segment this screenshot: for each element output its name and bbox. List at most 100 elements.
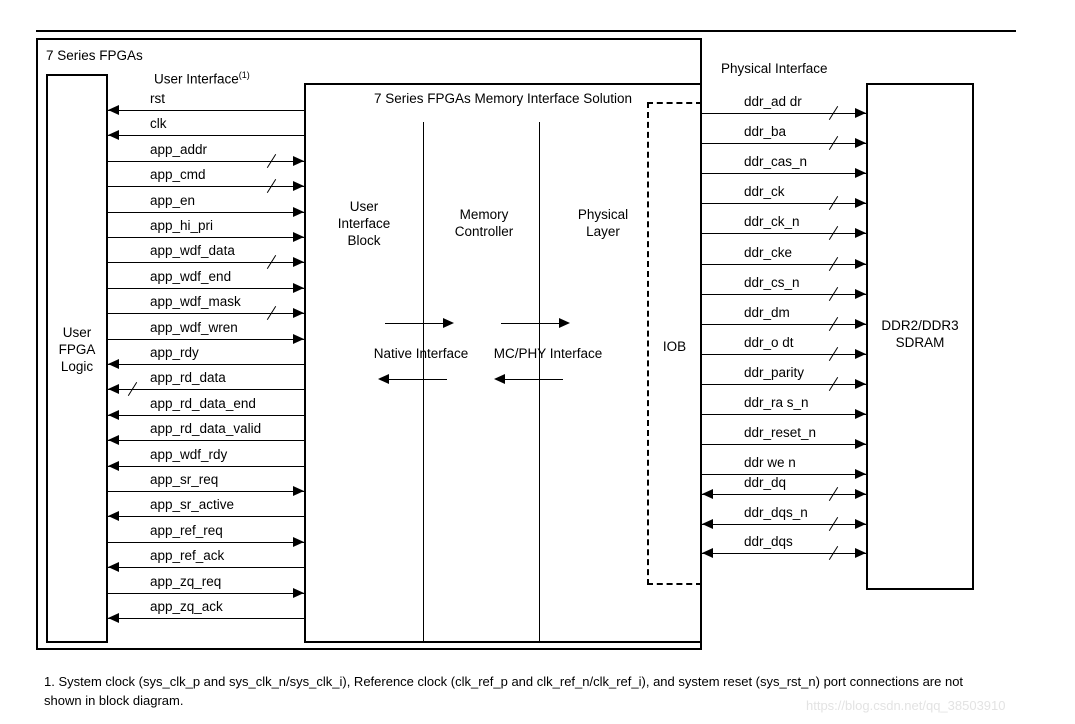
user-arrow-right bbox=[293, 588, 304, 598]
user-signal-line bbox=[108, 567, 304, 568]
phy-line-2: Layer bbox=[586, 223, 620, 239]
user-signal-line bbox=[108, 516, 304, 517]
user-signal-label: app_wdf_rdy bbox=[150, 447, 228, 462]
ddr-bidir-arrow-right bbox=[855, 548, 866, 558]
user-fpga-logic-line-1: User bbox=[62, 325, 92, 340]
user-signal-label: app_sr_req bbox=[150, 472, 219, 487]
memory-controller-label: Memory Controller bbox=[432, 207, 536, 241]
user-arrow-left bbox=[108, 461, 119, 471]
ddr-signal-label: ddr_parity bbox=[744, 365, 805, 380]
native-interface-label: Native Interface bbox=[373, 346, 469, 361]
native-interface-arrow-line bbox=[385, 323, 447, 324]
ddr-signal-label: ddr_ad dr bbox=[744, 94, 802, 109]
ddr-bidir-arrow-right bbox=[855, 519, 866, 529]
user-signal-label: app_cmd bbox=[150, 167, 206, 182]
user-arrow-right bbox=[293, 486, 304, 496]
ddr-arrow-right bbox=[855, 259, 866, 269]
user-signal-label: app_wdf_mask bbox=[150, 294, 241, 309]
user-arrow-right bbox=[293, 232, 304, 242]
user-interface-label: User Interface(1) bbox=[154, 70, 250, 87]
user-signal-label: app_zq_ack bbox=[150, 599, 223, 614]
native-return-arrow-line bbox=[385, 379, 447, 380]
ddr-signal-line bbox=[702, 294, 866, 295]
iob-block bbox=[647, 102, 702, 585]
native-return-arrow-head bbox=[378, 374, 389, 384]
user-arrow-left bbox=[108, 384, 119, 394]
iob-label: IOB bbox=[662, 339, 687, 354]
user-arrow-left bbox=[108, 130, 119, 140]
user-fpga-logic-block bbox=[46, 74, 108, 643]
user-signal-line bbox=[108, 161, 304, 162]
user-arrow-left bbox=[108, 511, 119, 521]
mc-line-1: Memory bbox=[459, 207, 509, 222]
ddr-signal-line bbox=[702, 264, 866, 265]
ddr-signal-label: ddr_cas_n bbox=[744, 154, 808, 169]
user-signal-line bbox=[108, 237, 304, 238]
user-signal-label: app_sr_active bbox=[150, 497, 235, 512]
user-arrow-right bbox=[293, 207, 304, 217]
sdram-line-2: SDRAM bbox=[895, 334, 945, 350]
outer-label: 7 Series FPGAs bbox=[46, 48, 143, 63]
user-arrow-left bbox=[108, 359, 119, 369]
user-signal-line bbox=[108, 542, 304, 543]
ddr-arrow-right bbox=[855, 349, 866, 359]
user-signal-line bbox=[108, 313, 304, 314]
user-arrow-right bbox=[293, 156, 304, 166]
user-fpga-logic-line-2: FPGA bbox=[58, 341, 96, 357]
physical-layer-label: Physical Layer bbox=[551, 207, 655, 241]
watermark: https://blog.csdn.net/qq_38503910 bbox=[806, 698, 1006, 713]
user-signal-line bbox=[108, 110, 304, 111]
ddr-arrow-right bbox=[855, 228, 866, 238]
ddr-bidir-signal-label: ddr_dqs_n bbox=[744, 505, 808, 520]
ddr-signal-line bbox=[702, 444, 866, 445]
footnote: 1. System clock (sys_clk_p and sys_clk_n… bbox=[44, 674, 964, 708]
ddr-bidir-signal-label: ddr_dqs bbox=[744, 534, 793, 549]
user-signal-line bbox=[108, 288, 304, 289]
user-signal-line bbox=[108, 135, 304, 136]
sdram-label: DDR2/DDR3 SDRAM bbox=[866, 318, 974, 352]
ddr-signal-label: ddr_ck bbox=[744, 184, 785, 199]
user-arrow-left bbox=[108, 410, 119, 420]
user-interface-block-label: User Interface Block bbox=[312, 199, 416, 250]
ddr-bidir-arrow-right bbox=[855, 489, 866, 499]
ui-block-line-2: Interface bbox=[337, 215, 391, 231]
user-arrow-right bbox=[293, 537, 304, 547]
native-interface-arrow-head bbox=[443, 318, 454, 328]
ddr-bidir-signal-line bbox=[702, 524, 866, 525]
ddr-bidir-signal-line bbox=[702, 553, 866, 554]
phy-line-1: Physical bbox=[577, 207, 629, 222]
user-signal-line bbox=[108, 491, 304, 492]
top-rule bbox=[36, 30, 1016, 32]
ddr-signal-label: ddr_cs_n bbox=[744, 275, 800, 290]
ddr-arrow-right bbox=[855, 138, 866, 148]
ddr-signal-line bbox=[702, 324, 866, 325]
ddr-signal-line bbox=[702, 354, 866, 355]
user-arrow-left bbox=[108, 613, 119, 623]
ddr-bidir-arrow-left bbox=[702, 548, 713, 558]
ddr-signal-line bbox=[702, 143, 866, 144]
solution-title: 7 Series FPGAs Memory Interface Solution bbox=[373, 91, 633, 106]
user-signal-label: app_wdf_wren bbox=[150, 320, 238, 335]
ddr-bidir-signal-line bbox=[702, 494, 866, 495]
mcphy-return-arrow-head bbox=[494, 374, 505, 384]
user-arrow-left bbox=[108, 105, 119, 115]
user-signal-label: app_rd_data_valid bbox=[150, 421, 262, 436]
ui-block-line-1: User bbox=[349, 199, 379, 214]
user-signal-label: app_wdf_data bbox=[150, 243, 235, 258]
user-signal-label: app_en bbox=[150, 193, 196, 208]
ddr-arrow-right bbox=[855, 319, 866, 329]
user-signal-line bbox=[108, 415, 304, 416]
user-signal-line bbox=[108, 440, 304, 441]
user-signal-label: app_rd_data_end bbox=[150, 396, 256, 411]
ddr-signal-label: ddr_reset_n bbox=[744, 425, 817, 440]
ddr-signal-line bbox=[702, 113, 866, 114]
user-signal-line bbox=[108, 186, 304, 187]
ddr-signal-line bbox=[702, 203, 866, 204]
user-signal-line bbox=[108, 466, 304, 467]
user-signal-label: app_hi_pri bbox=[150, 218, 214, 233]
user-arrow-right bbox=[293, 308, 304, 318]
user-signal-label: app_addr bbox=[150, 142, 208, 157]
mcphy-return-arrow-line bbox=[501, 379, 563, 380]
ddr-arrow-right bbox=[855, 379, 866, 389]
mc-phy-interface-label: MC/PHY Interface bbox=[493, 346, 603, 361]
